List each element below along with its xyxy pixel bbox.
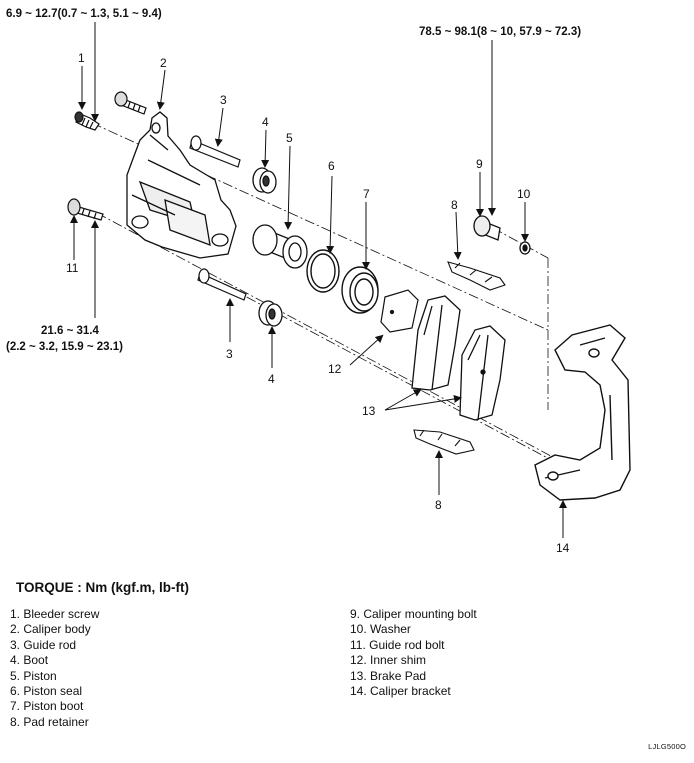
torque-label-bleeder: 6.9 ~ 12.7(0.7 ~ 1.3, 5.1 ~ 9.4) bbox=[6, 8, 162, 20]
callout-8-bottom: 8 bbox=[435, 498, 442, 512]
parts-legend-left: 1. Bleeder screw 2. Caliper body 3. Guid… bbox=[10, 607, 99, 730]
legend-item: 1. Bleeder screw bbox=[10, 607, 100, 621]
legend-item: 4. Boot bbox=[10, 653, 49, 668]
parts-legend-right: 9. Caliper mounting bolt 10. Washer 11. … bbox=[350, 607, 477, 699]
callout-2: 2 bbox=[160, 56, 167, 70]
legend-item: 14. Caliper bracket bbox=[350, 684, 451, 699]
callout-9: 9 bbox=[476, 157, 483, 171]
caliper-body-part bbox=[126, 111, 237, 259]
callout-1: 1 bbox=[78, 51, 85, 65]
legend-item: 10. Washer bbox=[350, 622, 411, 637]
guide-rod-part bbox=[189, 135, 247, 301]
pad-retainer-part bbox=[413, 261, 506, 455]
callout-7: 7 bbox=[363, 187, 370, 201]
inner-shim-part bbox=[380, 289, 419, 333]
piston-part bbox=[252, 224, 308, 269]
legend-item: 5. Piston bbox=[10, 668, 57, 683]
legend-item: 12. Inner shim bbox=[350, 653, 427, 668]
caliper-exploded-diagram: 6.9 ~ 12.7(0.7 ~ 1.3, 5.1 ~ 9.4) 78.5 ~ … bbox=[6, 8, 631, 555]
drawing-code: LJLG500O bbox=[648, 742, 686, 751]
piston-boot-part bbox=[341, 266, 379, 314]
callout-10: 10 bbox=[517, 187, 531, 201]
torque-label-guide-rod-bolt-2: (2.2 ~ 3.2, 15.9 ~ 23.1) bbox=[6, 341, 123, 353]
legend-item: 13. Brake Pad bbox=[350, 668, 427, 683]
legend-item: 8. Pad retainer bbox=[10, 714, 89, 729]
callout-12: 12 bbox=[328, 362, 342, 376]
legend-item: 11. Guide rod bolt bbox=[350, 637, 445, 652]
brake-pad-part bbox=[411, 295, 506, 421]
callout-14: 14 bbox=[556, 541, 570, 555]
callout-3-top: 3 bbox=[220, 93, 227, 107]
callout-6: 6 bbox=[328, 159, 335, 173]
caliper-mounting-bolt-part bbox=[473, 215, 501, 241]
callout-13: 13 bbox=[362, 404, 376, 418]
washer-part bbox=[519, 241, 531, 255]
boot-part bbox=[252, 167, 283, 327]
legend-item: 7. Piston boot bbox=[10, 699, 84, 714]
callout-5: 5 bbox=[286, 131, 293, 145]
torque-label-guide-rod-bolt-1: 21.6 ~ 31.4 bbox=[41, 325, 99, 337]
legend-item: 9. Caliper mounting bolt bbox=[350, 607, 477, 621]
torque-units-heading: TORQUE : Nm (kgf.m, lb-ft) bbox=[16, 580, 189, 595]
callout-4-bottom: 4 bbox=[268, 372, 275, 386]
legend-item: 2. Caliper body bbox=[10, 622, 91, 637]
legend-item: 6. Piston seal bbox=[10, 684, 83, 699]
callout-4-top: 4 bbox=[262, 115, 269, 129]
piston-seal-part bbox=[306, 249, 340, 293]
bleeder-screw-part bbox=[74, 111, 100, 131]
caliper-bracket-part bbox=[534, 324, 631, 501]
callout-8-top: 8 bbox=[451, 198, 458, 212]
callout-3-bottom: 3 bbox=[226, 347, 233, 361]
guide-rod-bolt-part bbox=[67, 198, 104, 221]
torque-label-mounting-bolt: 78.5 ~ 98.1(8 ~ 10, 57.9 ~ 72.3) bbox=[419, 26, 581, 38]
assembly-center-lines bbox=[91, 122, 563, 463]
leader-lines bbox=[70, 22, 567, 538]
legend-item: 3. Guide rod bbox=[10, 637, 77, 652]
callout-11: 11 bbox=[66, 261, 79, 275]
small-bolt-part bbox=[114, 91, 147, 115]
